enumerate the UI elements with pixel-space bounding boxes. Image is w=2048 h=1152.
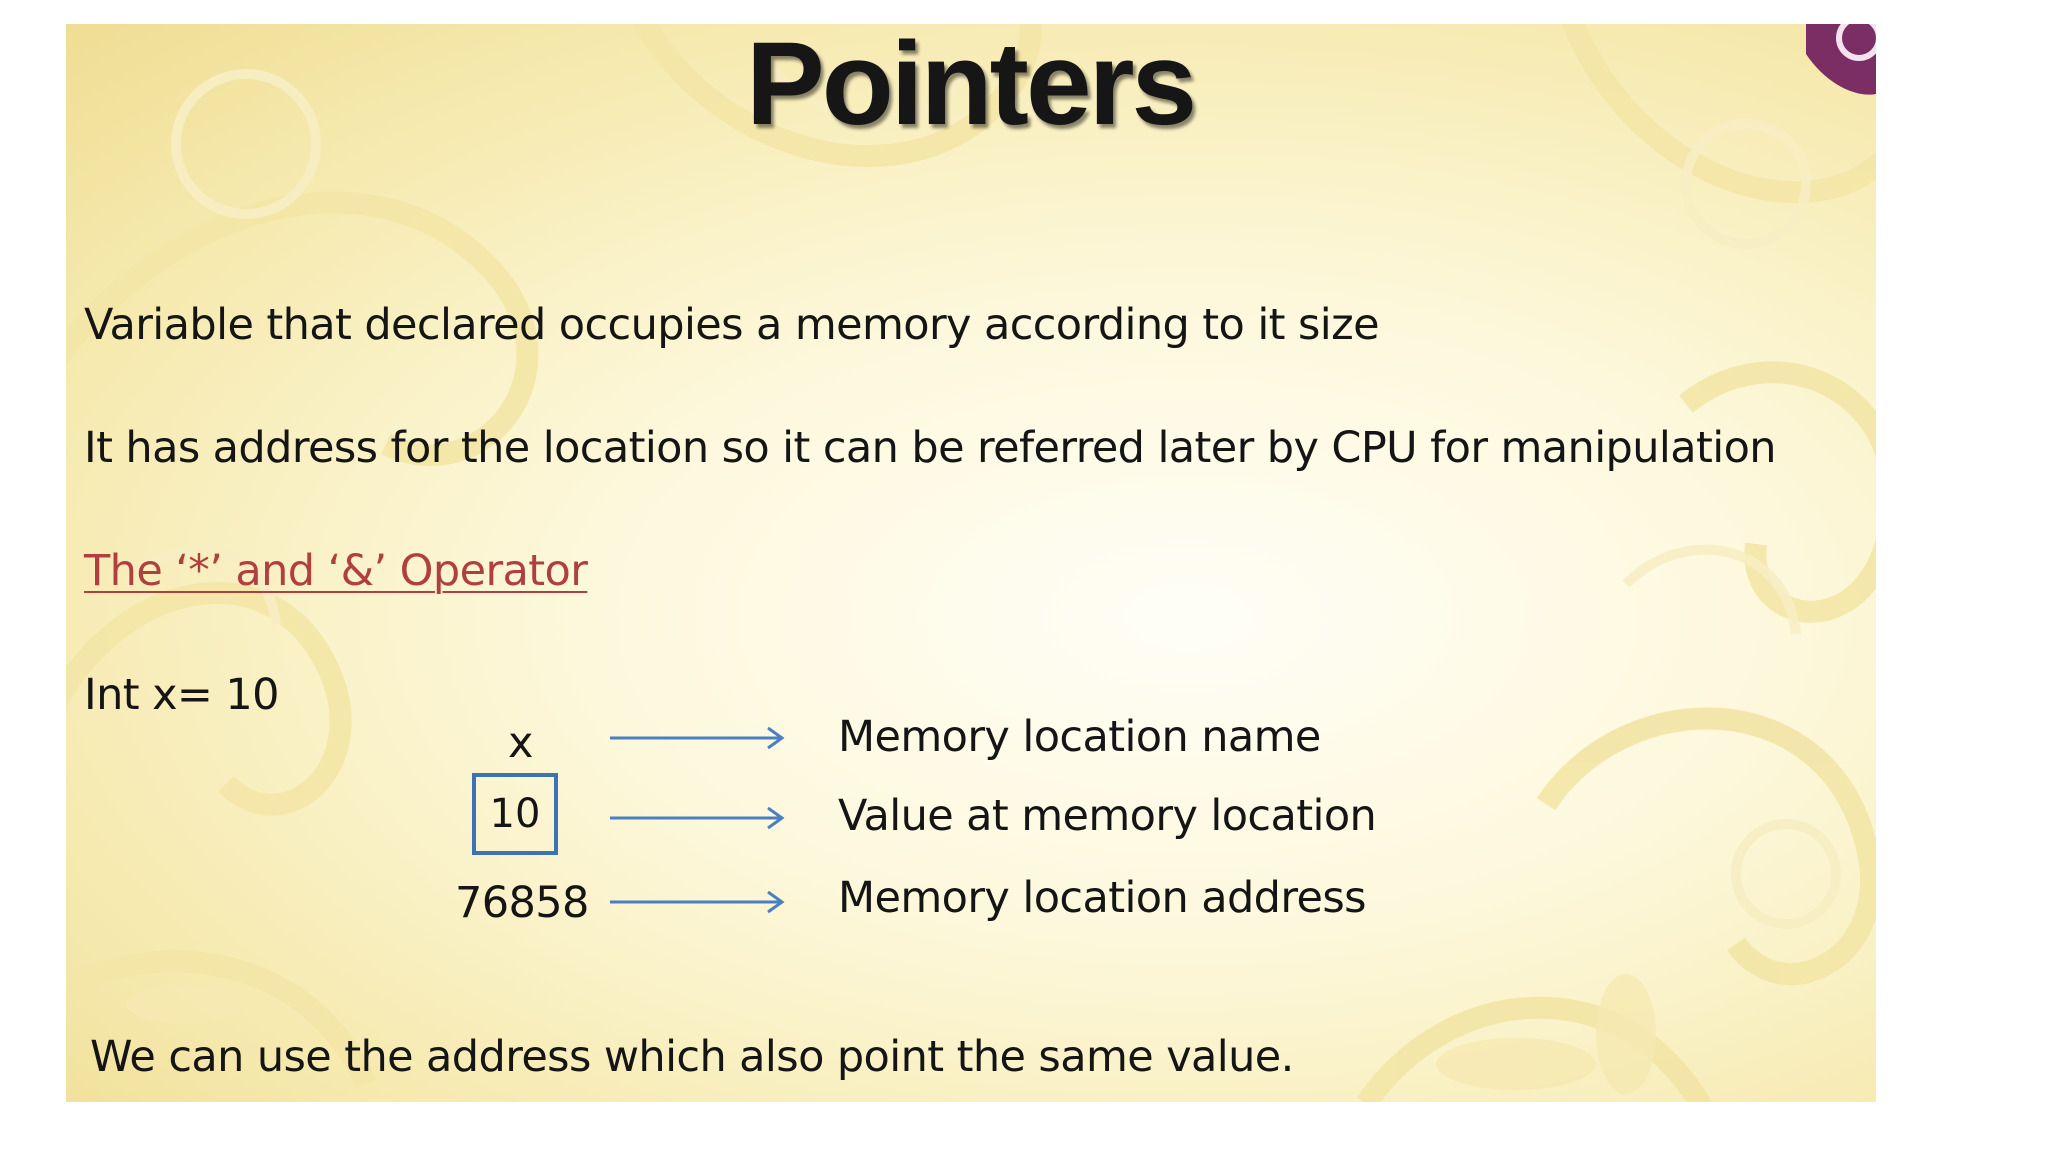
body-line-1: Variable that declared occupies a memory…	[84, 300, 1380, 350]
value-text: 10	[489, 791, 541, 837]
address-label: 76858	[455, 878, 589, 928]
value-box: 10	[472, 773, 558, 855]
arrow-name-icon	[610, 726, 785, 750]
arrow-address-icon	[610, 890, 785, 914]
var-name-label: x	[508, 718, 533, 768]
operator-heading-text[interactable]: The ‘*’ and ‘&’ Operator	[84, 546, 588, 596]
arrow-value-icon	[610, 806, 785, 830]
operator-heading-link[interactable]: The ‘*’ and ‘&’ Operator	[84, 546, 588, 596]
corner-accent	[1806, 24, 1876, 95]
closing-line: We can use the address which also point …	[90, 1032, 1294, 1082]
label-memory-location-address: Memory location address	[838, 873, 1367, 923]
slide-title: Pointers	[746, 18, 1197, 150]
body-line-2: It has address for the location so it ca…	[84, 423, 1777, 473]
label-memory-location-name: Memory location name	[838, 712, 1321, 762]
declaration-text: Int x= 10	[84, 670, 280, 720]
swirl-background	[66, 24, 1876, 1102]
slide-title-wrap: Pointers	[0, 0, 1982, 200]
slide	[66, 24, 1876, 1102]
label-value-at-location: Value at memory location	[838, 791, 1377, 841]
